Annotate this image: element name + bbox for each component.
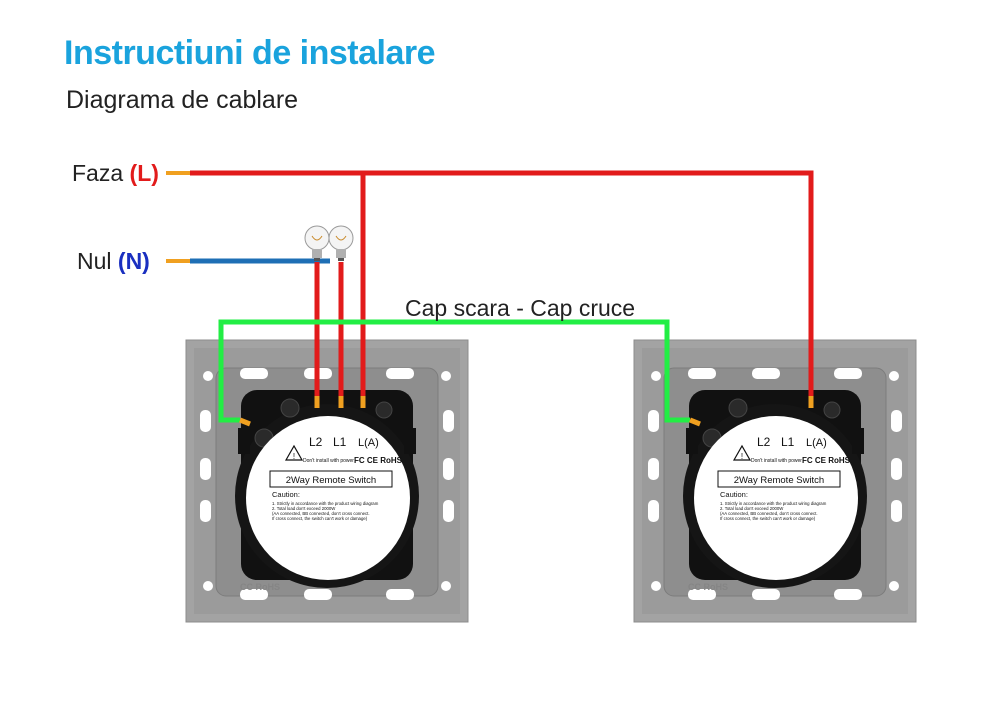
caution-line: (AA connected, BB connected, don't cross…: [272, 511, 370, 516]
model-label: 2Way Remote Switch: [734, 475, 824, 486]
terminal-label-l1: L1: [333, 435, 347, 449]
neutral-label: Nul (N): [77, 248, 150, 274]
terminal-label-la: L(A): [358, 437, 379, 449]
lamp-wires: [314, 262, 344, 396]
traveller-wire: [218, 319, 690, 423]
caution-line: 1. Strictly in accordance with the produ…: [272, 501, 379, 506]
caution-line: 2. Total load don't exceed 2000W: [272, 506, 336, 511]
certification-marks: FC CE RoHS: [354, 456, 403, 465]
caution-title: Caution:: [272, 490, 300, 499]
terminal-label-la: L(A): [806, 437, 827, 449]
terminal-label-l1: L1: [781, 435, 795, 449]
caution-line: 2. Total load don't exceed 2000W: [720, 506, 784, 511]
terminal-label-l2: L2: [309, 435, 323, 449]
phase-code: (L): [130, 160, 159, 186]
caution-line: (AA connected, BB connected, don't cross…: [720, 511, 818, 516]
terminal-label-l2: L2: [757, 435, 771, 449]
certification-marks: FC CE RoHS: [802, 456, 851, 465]
page-title: Instructiuni de instalare: [64, 34, 436, 72]
warning-text: Don't install with power: [751, 458, 802, 464]
phase-wire: [190, 170, 814, 396]
wire-terminal-tips: [239, 396, 814, 427]
switch-right-labels: L2 L1 L(A) Don't install with power FC C…: [688, 435, 851, 592]
light-bulb-icon: [328, 225, 354, 261]
caution-line: If cross connect, the switch can't work …: [272, 516, 368, 521]
traveller-label: Cap scara - Cap cruce: [405, 295, 635, 321]
switch-left-labels: L2 L1 L(A) Don't install with power FC C…: [240, 435, 403, 592]
light-bulb-icon: [304, 225, 330, 261]
embossed-mark: CC RoHS: [240, 582, 280, 592]
model-label: 2Way Remote Switch: [286, 475, 376, 486]
caution-title: Caution:: [720, 490, 748, 499]
page-subtitle: Diagrama de cablare: [66, 86, 299, 114]
phase-label: Faza (L): [72, 160, 159, 186]
caution-line: If cross connect, the switch can't work …: [720, 516, 816, 521]
warning-text: Don't install with power: [303, 458, 354, 464]
caution-line: 1. Strictly in accordance with the produ…: [720, 501, 827, 506]
neutral-code: (N): [118, 248, 150, 274]
embossed-mark: CC RoHS: [688, 582, 728, 592]
